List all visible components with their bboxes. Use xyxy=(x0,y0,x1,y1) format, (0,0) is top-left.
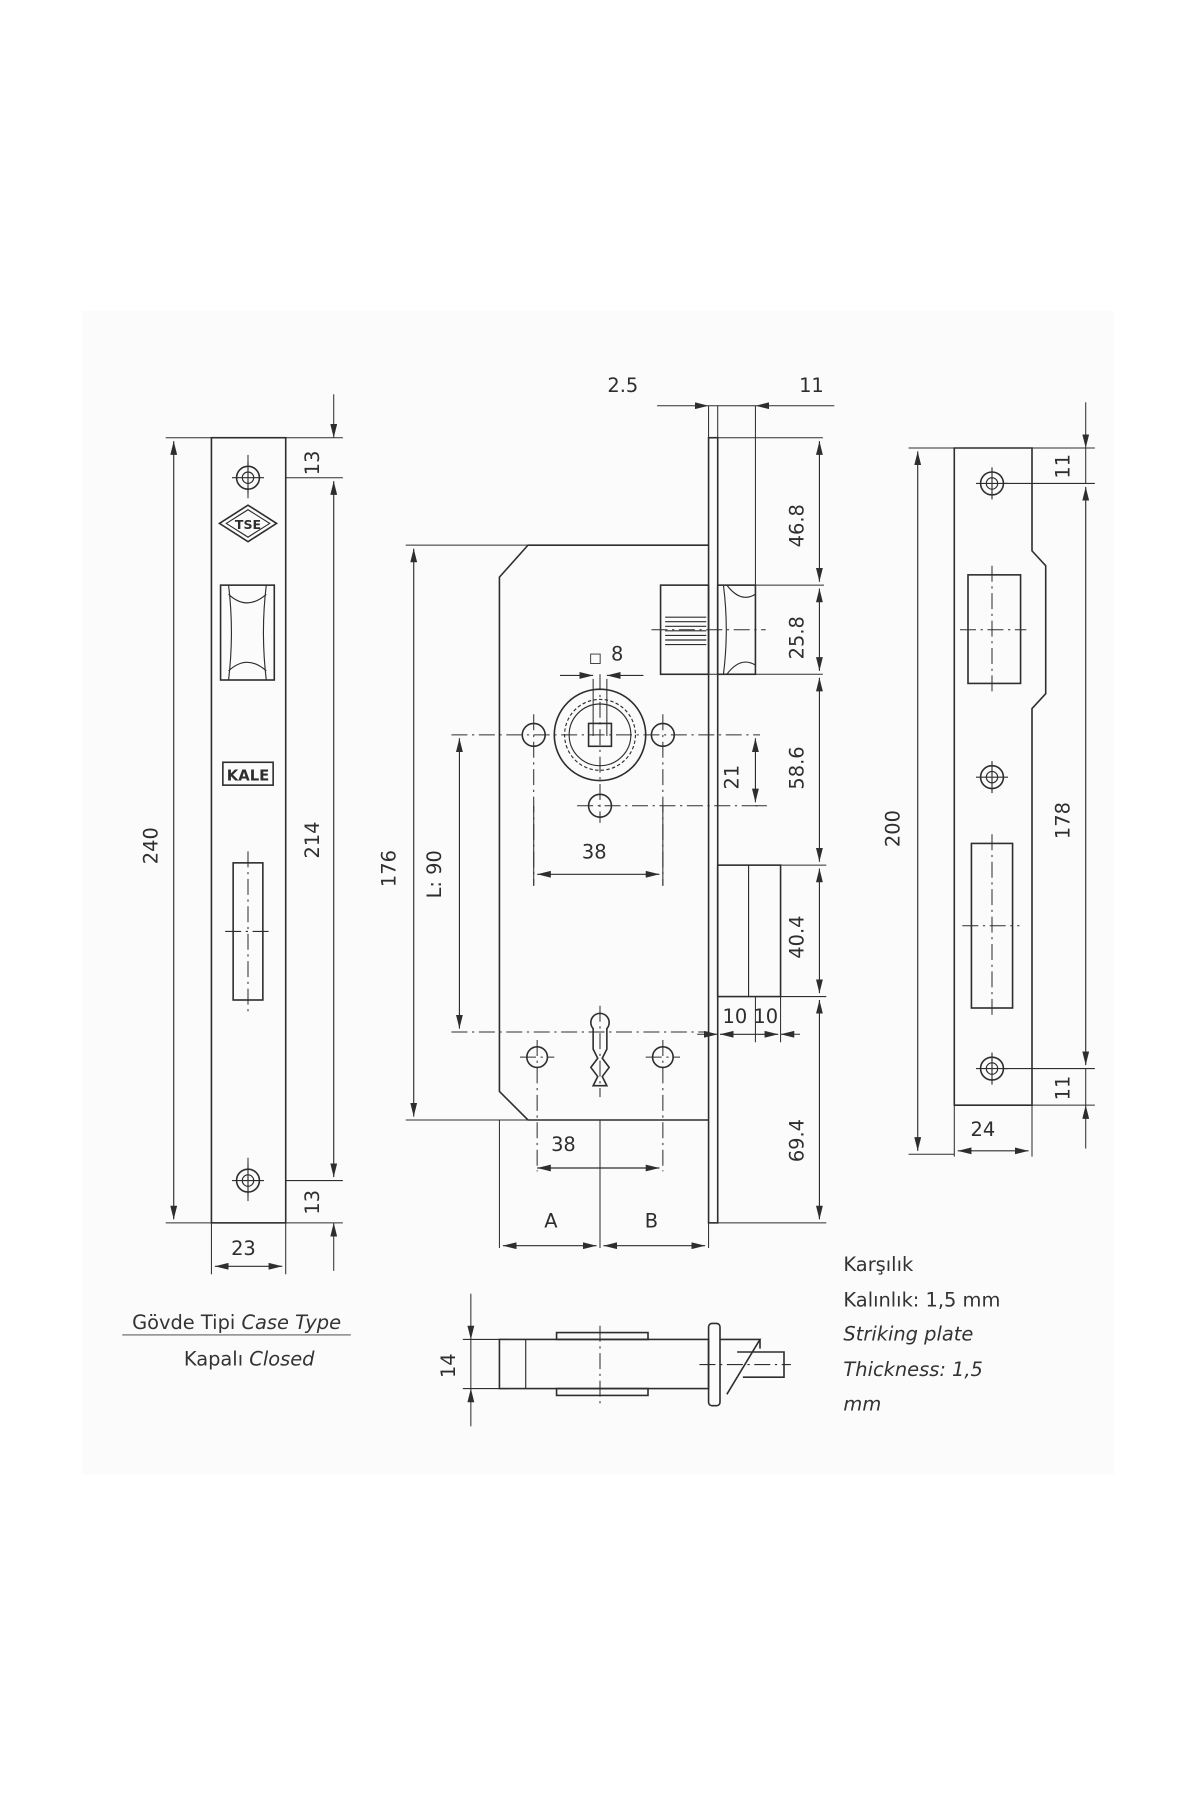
dim-13-bottom: 13 xyxy=(301,1190,324,1215)
dim-38-bottom: 38 xyxy=(551,1133,576,1156)
dim-a: A xyxy=(544,1209,558,1232)
dim-58-6: 58.6 xyxy=(785,746,808,789)
kale-logo: KALE xyxy=(222,761,274,786)
tse-logo: TSE xyxy=(217,504,279,543)
dim-178: 178 xyxy=(1052,802,1075,839)
dim-240: 240 xyxy=(140,827,163,864)
dim-10-b: 10 xyxy=(753,1005,778,1028)
dim-25-8: 25.8 xyxy=(785,616,808,659)
screw-hole-icon xyxy=(520,1040,555,1172)
svg-text:Striking plate: Striking plate xyxy=(843,1323,973,1346)
dim-14: 14 xyxy=(437,1353,460,1378)
dim-69-4: 69.4 xyxy=(785,1119,808,1162)
square-symbol: ◻ xyxy=(589,648,602,667)
lock-body-view: 176 L: 90 38 38 A B 2.5 11 46.8 25.8 58.… xyxy=(377,374,835,1250)
dim-l90: L: 90 xyxy=(423,850,446,898)
dim-2-5: 2.5 xyxy=(607,374,638,397)
drawing-panel xyxy=(82,310,1115,1475)
svg-text:Thickness: 1,5: Thickness: 1,5 xyxy=(843,1358,982,1381)
bolt-opening xyxy=(225,851,271,1012)
lock-side-view: 14 xyxy=(437,1293,791,1427)
dim-b: B xyxy=(645,1209,658,1232)
svg-text:Kapalı Closed: Kapalı Closed xyxy=(184,1348,315,1371)
latch-opening xyxy=(219,584,276,681)
svg-text:KALE: KALE xyxy=(227,767,270,785)
dim-24: 24 xyxy=(971,1118,996,1141)
dim-13-top: 13 xyxy=(301,451,324,476)
dim-23: 23 xyxy=(231,1237,256,1260)
svg-text:Gövde Tipi Case Type: Gövde Tipi Case Type xyxy=(132,1311,341,1334)
dim-38-top: 38 xyxy=(582,840,607,863)
dim-200: 200 xyxy=(881,810,904,847)
latch-cutout xyxy=(967,574,1022,685)
dim-8: 8 xyxy=(611,643,623,666)
strike-plate-note: Karşılık Kalınlık: 1,5 mm Striking plate… xyxy=(843,1253,1000,1415)
svg-text:Karşılık: Karşılık xyxy=(843,1253,914,1276)
svg-text:Kalınlık: 1,5 mm: Kalınlık: 1,5 mm xyxy=(843,1288,1000,1311)
strike-plate-view: 200 11 178 11 24 xyxy=(881,402,1095,1157)
screw-hole-icon xyxy=(976,467,1008,500)
dim-11-bottom: 11 xyxy=(1052,1076,1075,1101)
dim-21: 21 xyxy=(720,765,743,790)
dim-11-top: 11 xyxy=(1052,454,1075,479)
latch-bolt xyxy=(651,584,766,676)
faceplate-front-view: TSE KALE 240 13 214 13 23 xyxy=(140,394,343,1275)
dim-11-latch: 11 xyxy=(799,374,824,397)
screw-hole-icon xyxy=(577,793,760,818)
dim-40-4: 40.4 xyxy=(785,916,808,959)
case-type-caption: Gövde Tipi Case Type Kapalı Closed xyxy=(122,1311,351,1371)
keyhole xyxy=(451,1005,709,1098)
screw-hole-icon xyxy=(645,1040,680,1172)
dim-46-8: 46.8 xyxy=(785,504,808,547)
svg-text:TSE: TSE xyxy=(235,517,261,532)
screw-hole-icon xyxy=(976,761,1008,794)
dim-176: 176 xyxy=(377,850,400,887)
dim-214: 214 xyxy=(301,821,324,858)
spindle-follower xyxy=(451,674,760,823)
dead-bolt xyxy=(716,864,782,998)
dim-10-a: 10 xyxy=(723,1005,748,1028)
svg-text:mm: mm xyxy=(843,1392,881,1415)
